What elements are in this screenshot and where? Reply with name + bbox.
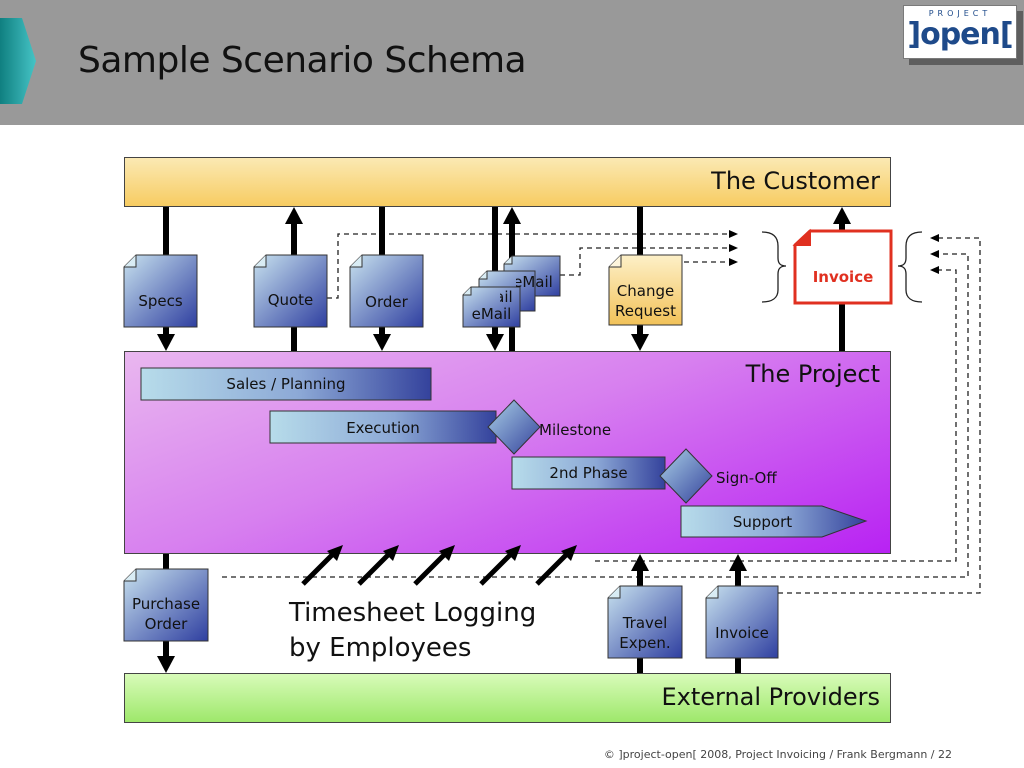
timesheet-arrow-3 [413, 552, 447, 586]
timesheet-arrowhead-4 [505, 545, 521, 561]
sales-planning-bar [140, 367, 432, 401]
change-request-label: Change Request [609, 281, 682, 321]
logo-main-text: ]open[ [907, 17, 1013, 52]
project-open-logo: PROJECT ]open[ [903, 5, 1017, 59]
purchase-arrowhead [157, 656, 175, 673]
provider-invoice-arrowhead [729, 554, 747, 571]
support-label: Support [732, 513, 793, 531]
purchase-order-label-line1: Purchase [131, 595, 201, 613]
purchase-order-label-line2: Order [144, 615, 188, 633]
dashed-arrowhead-3 [729, 258, 738, 266]
slide-footer: © ]project-open[ 2008, Project Invoicing… [603, 748, 952, 761]
phase2-label: 2nd Phase [549, 464, 628, 482]
specs-label: Specs [138, 292, 183, 310]
timesheet-arrowhead-3 [439, 545, 455, 561]
email-back1-label: eMail [500, 287, 535, 307]
dashed-arrowhead-5 [930, 250, 939, 258]
external-band: External Providers [124, 673, 891, 723]
left-brace-icon [761, 231, 787, 303]
timesheet-arrow-4 [479, 552, 513, 586]
dashed-arrowhead-4 [930, 234, 939, 242]
logo-small-text: PROJECT [928, 9, 992, 18]
signoff-label: Sign-Off [716, 469, 777, 487]
dashed-arrowhead-6 [930, 266, 939, 274]
order-label: Order [365, 293, 408, 311]
teal-tab-icon [0, 18, 36, 104]
timesheet-arrow-1 [301, 552, 335, 586]
dashed-line-providers-to-invoice [778, 237, 981, 594]
timesheet-text: Timesheet Logging by Employees [289, 596, 536, 666]
customer-invoice-label: Invoice [812, 268, 874, 286]
specs-arrowhead [157, 334, 175, 351]
timesheet-arrow-5 [535, 552, 569, 586]
email-front-label: eMail [471, 305, 512, 323]
support-bar [680, 505, 868, 538]
email-back2-text: eMail [516, 273, 553, 291]
project-band-label: The Project [745, 360, 880, 388]
customer-band: The Customer [124, 157, 891, 207]
travel-arrowhead [631, 554, 649, 571]
dashed-arrowhead-1 [729, 230, 738, 238]
phase2-bar [511, 456, 666, 490]
right-brace-icon [897, 231, 923, 303]
travel-expense-label-line1: Travel [622, 614, 668, 632]
email-down-arrowhead [486, 334, 504, 351]
provider-invoice-label: Invoice [715, 624, 769, 642]
dashed-line-support-to-invoice [595, 269, 957, 562]
customer-band-label: The Customer [711, 167, 880, 195]
milestone-label: Milestone [539, 421, 612, 439]
email-back1-text: eMail [500, 288, 513, 306]
timesheet-arrow-2 [357, 552, 391, 586]
quote-label: Quote [267, 291, 314, 309]
email-back2-label: eMail [516, 272, 572, 292]
email-up-arrowhead [503, 207, 521, 224]
travel-expense-label-line2: Expen. [619, 634, 671, 652]
timesheet-arrowhead-2 [383, 545, 399, 561]
change-request-label-line2: Request [615, 302, 676, 320]
sales-planning-label: Sales / Planning [226, 375, 346, 393]
milestone-diamond-icon [487, 399, 541, 455]
timesheet-arrowhead-1 [327, 545, 343, 561]
change-request-label-line1: Change [616, 282, 675, 300]
execution-label: Execution [346, 419, 420, 437]
timesheet-line1: Timesheet Logging [289, 598, 537, 628]
dashed-line-email-to-invoice [560, 247, 730, 276]
timesheet-arrowhead-5 [561, 545, 577, 561]
timesheet-line2: by Employees [289, 633, 472, 663]
change-arrowhead [631, 334, 649, 351]
dashed-arrowhead-2 [729, 244, 738, 252]
purchase-order-label: Purchase Order [124, 594, 208, 634]
travel-expense-label: Travel Expen. [608, 613, 682, 653]
dashed-line-quote-to-invoice [327, 233, 730, 299]
external-band-label: External Providers [661, 683, 880, 711]
invoice-up-arrowhead [833, 207, 851, 224]
order-arrowhead [373, 334, 391, 351]
slide-header [0, 0, 1024, 125]
page-title: Sample Scenario Schema [78, 40, 527, 81]
dashed-line-timesheet-to-invoice [222, 253, 969, 578]
signoff-diamond-icon [659, 448, 713, 504]
quote-arrowhead [285, 207, 303, 224]
